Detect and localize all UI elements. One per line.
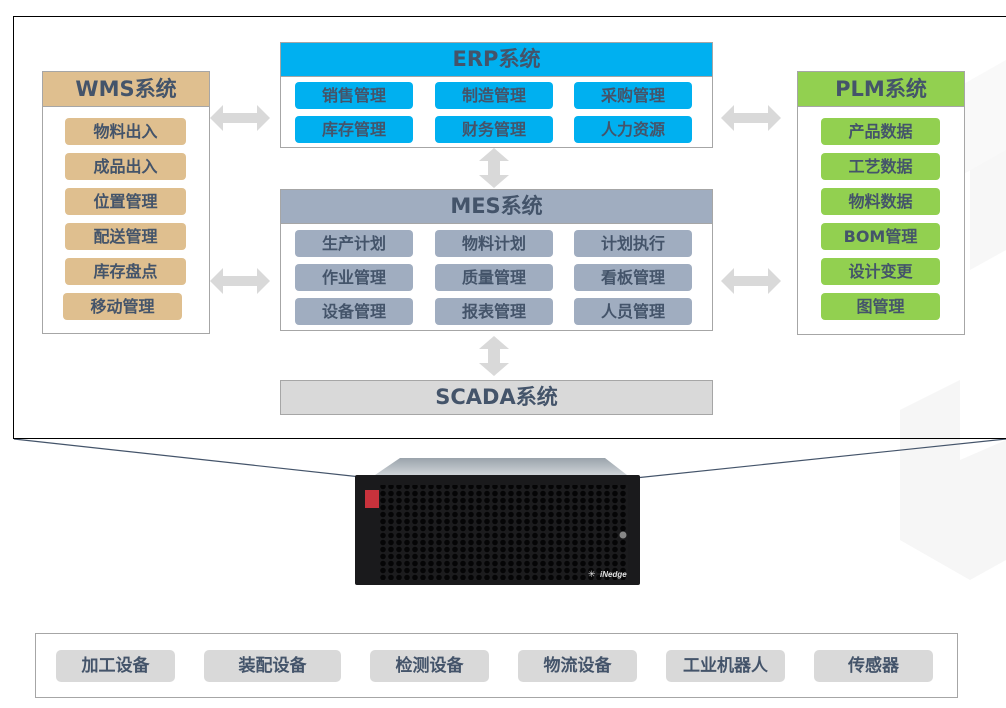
- double-arrow-icon: [210, 105, 270, 131]
- mes-module: 物料计划: [435, 230, 553, 257]
- field-devices-panel: [35, 633, 958, 698]
- plm-module: 物料数据: [821, 188, 940, 215]
- wms-module: 配送管理: [65, 223, 186, 250]
- plm-module: BOM管理: [821, 223, 940, 250]
- edge-server-image: iNedge ✳: [355, 458, 640, 585]
- wms-module: 物料出入: [65, 118, 186, 145]
- device-item: 加工设备: [56, 650, 175, 682]
- device-item: 检测设备: [370, 650, 489, 682]
- erp-module: 人力资源: [574, 116, 692, 143]
- mes-module: 人员管理: [574, 298, 692, 325]
- mes-module: 作业管理: [295, 264, 413, 291]
- system-architecture-frame: [13, 16, 1006, 439]
- double-arrow-icon: [479, 336, 509, 376]
- mes-module: 生产计划: [295, 230, 413, 257]
- wms-system-title: WMS系统: [43, 72, 209, 107]
- plm-module: 产品数据: [821, 118, 940, 145]
- erp-module: 采购管理: [574, 82, 692, 109]
- device-item: 工业机器人: [666, 650, 785, 682]
- plm-module: 工艺数据: [821, 153, 940, 180]
- mes-module: 质量管理: [435, 264, 553, 291]
- mes-module: 设备管理: [295, 298, 413, 325]
- double-arrow-icon: [721, 268, 781, 294]
- plm-module: 设计变更: [821, 258, 940, 285]
- erp-module: 库存管理: [295, 116, 413, 143]
- brand-logo-icon: [365, 490, 379, 508]
- plm-module: 图管理: [821, 293, 940, 320]
- erp-system-title: ERP系统: [281, 43, 712, 77]
- wms-module: 成品出入: [65, 153, 186, 180]
- device-item: 传感器: [814, 650, 933, 682]
- erp-module: 制造管理: [435, 82, 553, 109]
- plm-system-title: PLM系统: [798, 72, 964, 107]
- server-brand-label: iNedge: [600, 570, 627, 579]
- double-arrow-icon: [210, 268, 270, 294]
- mes-system-title: MES系统: [281, 190, 712, 224]
- device-item: 物流设备: [518, 650, 637, 682]
- mes-module: 计划执行: [574, 230, 692, 257]
- mes-module: 报表管理: [435, 298, 553, 325]
- svg-text:✳: ✳: [588, 570, 596, 580]
- scada-system-box: SCADA系统: [280, 380, 713, 415]
- mes-module: 看板管理: [574, 264, 692, 291]
- erp-module: 财务管理: [435, 116, 553, 143]
- device-item: 装配设备: [204, 650, 341, 682]
- double-arrow-icon: [479, 148, 509, 188]
- wms-module: 位置管理: [65, 188, 186, 215]
- wms-module: 库存盘点: [65, 258, 186, 285]
- wms-module: 移动管理: [63, 293, 182, 320]
- double-arrow-icon: [721, 105, 781, 131]
- erp-module: 销售管理: [295, 82, 413, 109]
